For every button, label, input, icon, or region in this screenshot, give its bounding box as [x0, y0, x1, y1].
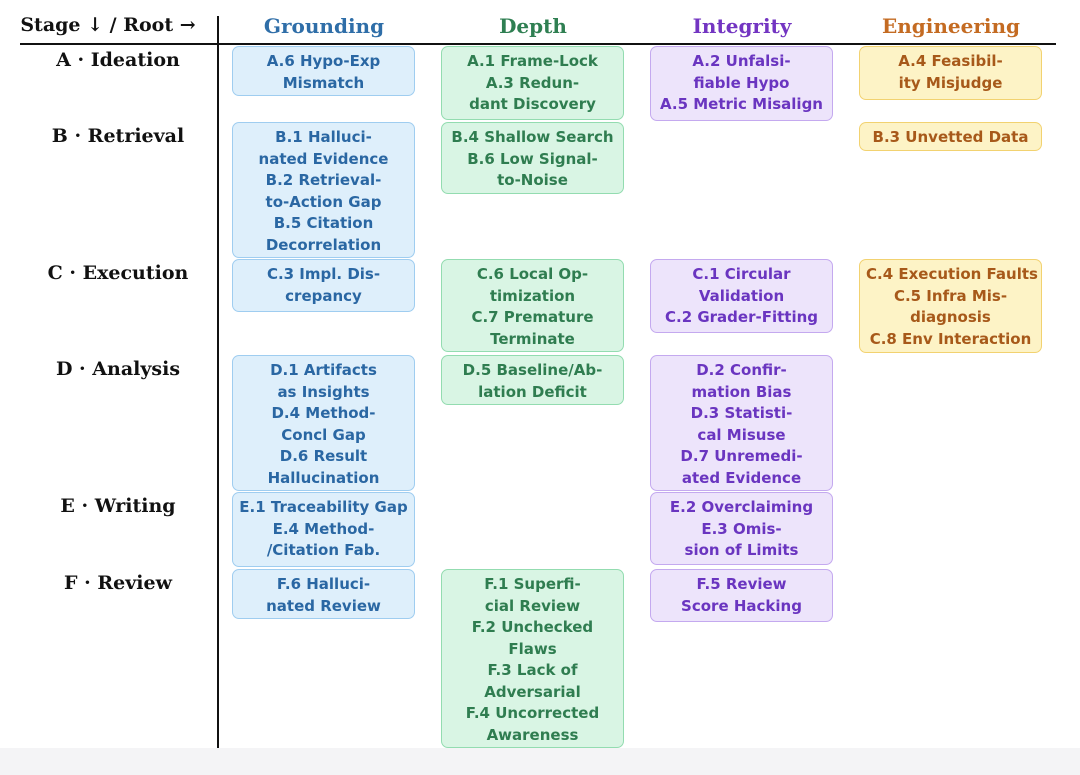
- bottom-strip: [0, 748, 1080, 775]
- cell-line: E.3 Omis-: [701, 519, 782, 538]
- column-header-depth: Depth: [499, 14, 567, 38]
- cell-line: B.4 Shallow Search: [451, 128, 614, 146]
- cell-line: A.5 Metric Misalign: [660, 95, 823, 113]
- cell-line: fiable Hypo: [693, 73, 790, 92]
- cell-line: Decorrelation: [265, 235, 382, 254]
- cell-line: A.2 Unfalsi-: [692, 52, 791, 70]
- row-label-execution: C · Execution: [47, 262, 189, 284]
- cell-line: timization: [489, 286, 576, 305]
- cell-line: Validation: [698, 286, 785, 305]
- cell-line: A.6 Hypo-Exp: [266, 52, 381, 70]
- cell-line: F.5 Review: [696, 575, 787, 593]
- cell-line: Terminate: [490, 329, 575, 348]
- cell-line: B.6 Low Signal-: [467, 149, 598, 168]
- cell-line: C.1 Circular: [692, 265, 791, 283]
- cell-line: B.5 Citation: [273, 214, 374, 232]
- cell-line: C.8 Env Interaction: [869, 329, 1032, 348]
- cell-line: D.3 Statisti-: [690, 404, 793, 422]
- cell-line: D.5 Baseline/Ab-: [462, 361, 603, 379]
- cell-line: F.3 Lack of: [487, 661, 578, 679]
- cell-line: as Insights: [277, 382, 370, 401]
- cell-line: diagnosis: [910, 308, 991, 326]
- cell-line: Mismatch: [282, 73, 365, 92]
- column-header-engineering: Engineering: [881, 14, 1021, 38]
- cell-f-grounding: F.6 Halluci-nated Review: [232, 569, 415, 619]
- cell-line: Hallucination: [267, 468, 380, 487]
- cell-line: D.4 Method-: [271, 404, 376, 422]
- cell-line: sion of Limits: [684, 541, 799, 559]
- cell-line: ated Evidence: [681, 468, 802, 487]
- cell-line: C.6 Local Op-: [476, 265, 589, 283]
- row-label-ideation: A · Ideation: [56, 49, 180, 71]
- cell-line: B.3 Unvetted Data: [872, 128, 1029, 146]
- cell-line: D.1 Artifacts: [270, 361, 377, 379]
- cell-line: B.1 Halluci-: [275, 128, 372, 146]
- cell-line: E.1 Traceability Gap: [239, 498, 408, 516]
- cell-line: cal Misuse: [697, 425, 786, 444]
- cell-line: lation Deficit: [478, 382, 587, 401]
- cell-line: Flaws: [508, 639, 557, 658]
- cell-c-grounding: C.3 Impl. Dis-crepancy: [232, 259, 415, 312]
- cell-line: F.2 Unchecked: [471, 618, 594, 636]
- cell-line: F.1 Superfi-: [484, 575, 581, 593]
- cell-line: Awareness: [486, 725, 579, 744]
- stage-column-rule: [217, 16, 219, 748]
- cell-line: Concl Gap: [281, 425, 366, 444]
- cell-b-engineering: B.3 Unvetted Data: [859, 122, 1042, 151]
- cell-line: A.3 Redun-: [485, 73, 580, 92]
- cell-line: A.4 Feasibil-: [898, 52, 1003, 70]
- cell-line: crepancy: [285, 286, 362, 305]
- cell-line: E.4 Method-: [272, 519, 375, 538]
- cell-line: Score Hacking: [681, 596, 802, 615]
- cell-line: D.6 Result: [279, 447, 368, 465]
- cell-line: nated Evidence: [258, 149, 389, 168]
- cell-line: cial Review: [484, 596, 581, 615]
- cell-line: C.5 Infra Mis-: [893, 286, 1008, 305]
- corner-header: Stage ↓ / Root →: [20, 14, 196, 36]
- row-label-analysis: D · Analysis: [55, 358, 181, 380]
- cell-line: F.6 Halluci-: [276, 575, 371, 593]
- cell-line: to-Noise: [497, 171, 568, 189]
- cell-line: C.2 Grader-Fitting: [664, 308, 819, 326]
- cell-d-depth: D.5 Baseline/Ab-lation Deficit: [441, 355, 624, 405]
- cell-line: F.4 Uncorrected: [465, 704, 600, 722]
- cell-a-engineering: A.4 Feasibil-ity Misjudge: [859, 46, 1042, 100]
- row-label-writing: E · Writing: [60, 495, 176, 517]
- cell-line: C.4 Execution Faults: [866, 265, 1038, 283]
- row-label-retrieval: B · Retrieval: [51, 125, 185, 147]
- cell-line: dant Discovery: [469, 95, 596, 113]
- cell-line: C.3 Impl. Dis-: [266, 265, 381, 283]
- cell-line: ity Misjudge: [898, 73, 1003, 92]
- cell-line: /Citation Fab.: [266, 541, 381, 559]
- column-header-grounding: Grounding: [263, 14, 385, 38]
- cell-line: D.2 Confir-: [696, 361, 787, 379]
- cell-line: nated Review: [266, 596, 381, 615]
- header-rule: [20, 43, 1056, 45]
- cell-line: B.2 Retrieval-: [265, 171, 382, 189]
- cell-line: Adversarial: [484, 682, 581, 701]
- cell-line: mation Bias: [691, 382, 792, 401]
- cell-line: C.7 Premature: [471, 308, 594, 326]
- cell-line: D.7 Unremedi-: [680, 447, 803, 465]
- cell-line: to-Action Gap: [265, 192, 382, 211]
- column-header-integrity: Integrity: [692, 14, 792, 38]
- cell-line: A.1 Frame-Lock: [467, 52, 598, 70]
- cell-line: E.2 Overclaiming: [669, 498, 814, 516]
- row-label-review: F · Review: [64, 572, 172, 594]
